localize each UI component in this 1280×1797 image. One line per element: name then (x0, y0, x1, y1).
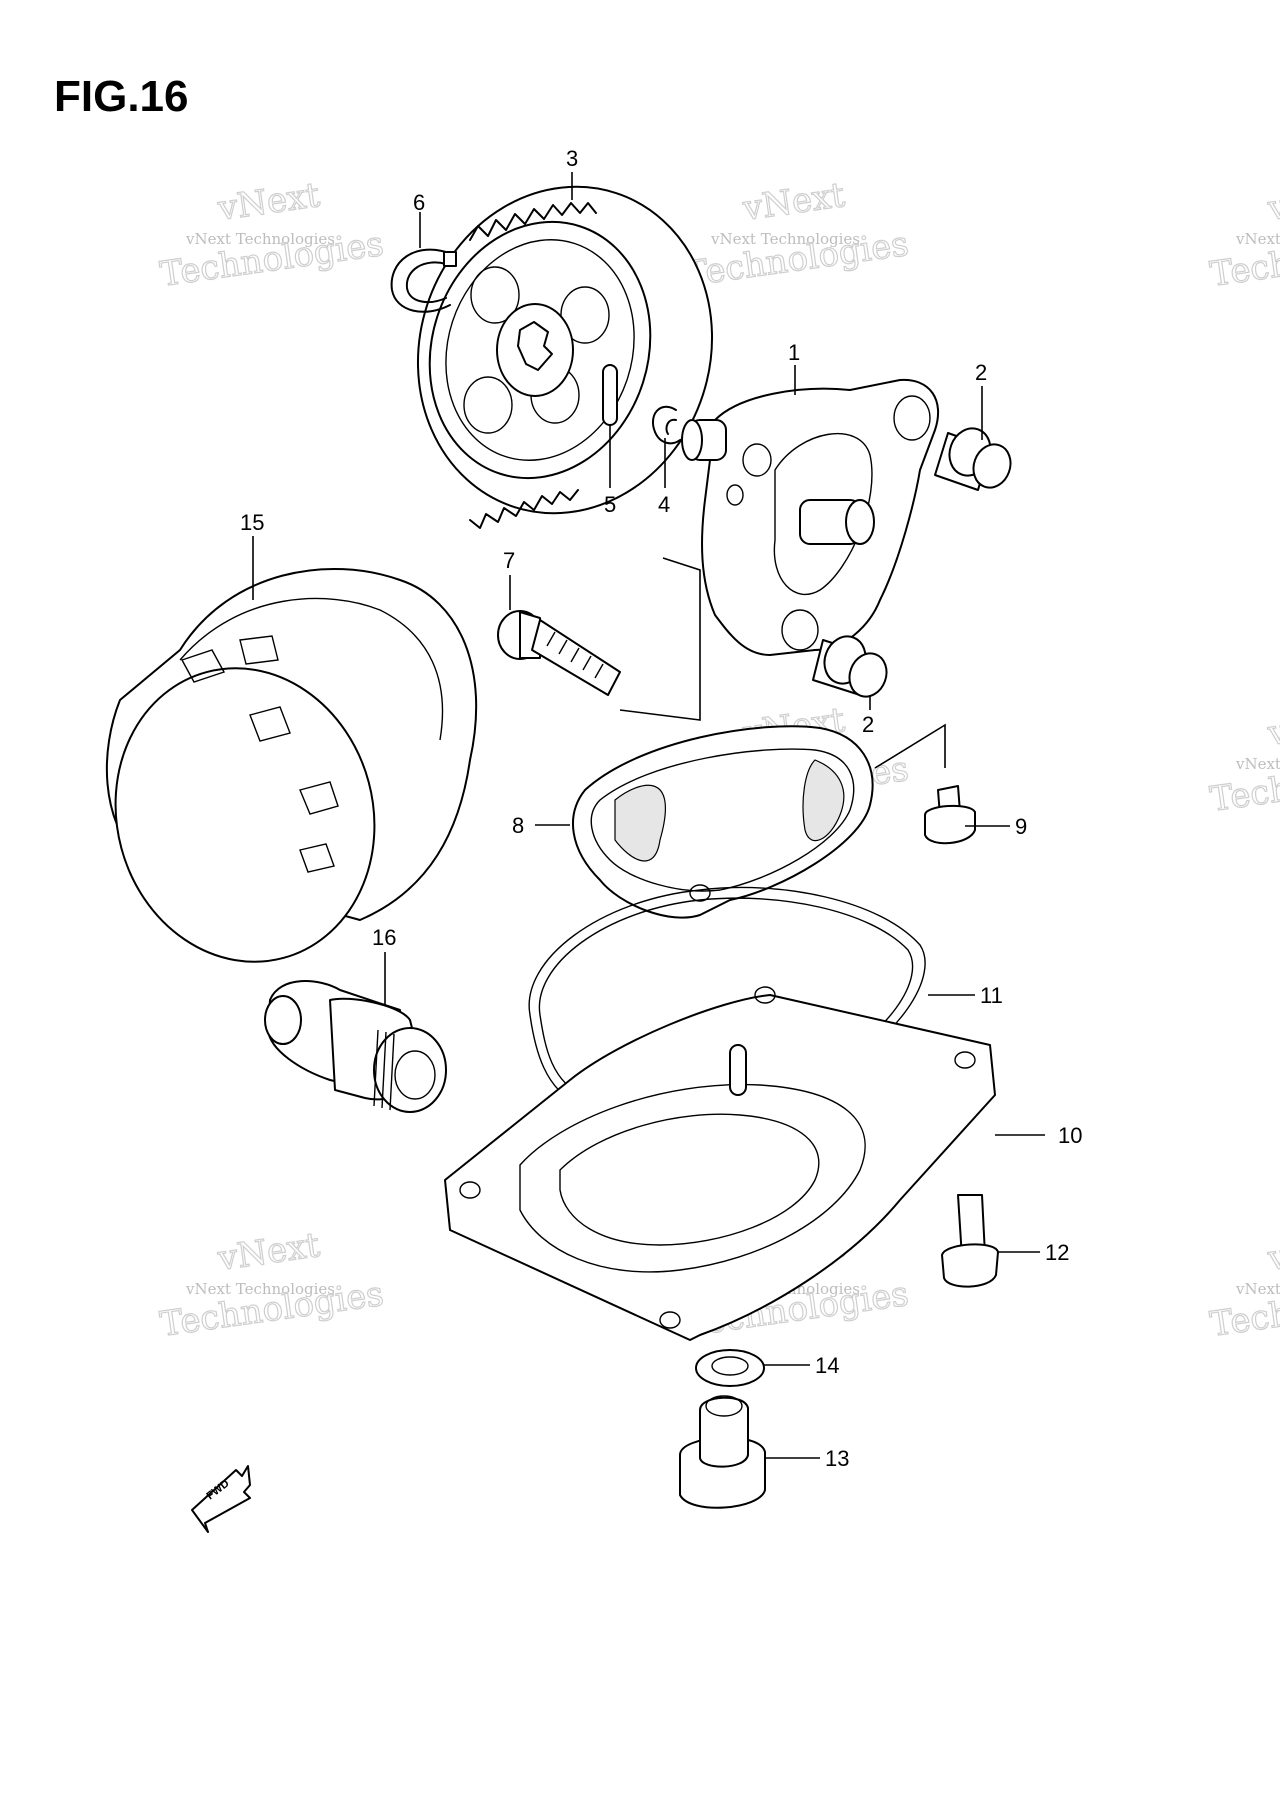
circlip-part-6 (390, 248, 457, 313)
oil-strainer-part-8 (572, 725, 874, 919)
watermark-tile: vNext vNext Technologies Technologies (1207, 699, 1280, 820)
oil-pump-driven-gear-part-3 (416, 185, 714, 529)
oil-filter-part-15 (105, 567, 478, 963)
svg-text:vNext: vNext (215, 175, 323, 229)
svg-text:vNext Technologies: vNext Technologies (1235, 230, 1280, 248)
bolt-part-12 (941, 1194, 999, 1288)
svg-text:vNext: vNext (1265, 175, 1280, 229)
forward-direction-arrow: FWD (191, 1465, 251, 1533)
callout-10: 10 (1058, 1123, 1082, 1148)
washer-part-14 (695, 1349, 765, 1387)
figure-title: FIG.16 (54, 72, 189, 121)
watermark-tile: vNext vNext Technologies Technologies (157, 1224, 387, 1345)
callout-labels: 3 6 1 2 5 4 15 7 2 8 9 16 11 10 12 14 13 (240, 146, 1082, 1471)
watermark-tile: vNext vNext Technologies Technologies (682, 174, 912, 295)
callout-13: 13 (825, 1446, 849, 1471)
callout-16: 16 (372, 925, 396, 950)
svg-text:vNext Technologies: vNext Technologies (185, 230, 335, 248)
callout-8: 8 (512, 813, 524, 838)
watermark-tile: vNext vNext Technologies Technologies (1207, 174, 1280, 295)
callout-1: 1 (788, 340, 800, 365)
drain-plug-part-13 (679, 1395, 766, 1509)
bolt-part-9 (924, 785, 976, 845)
callout-9: 9 (1015, 814, 1027, 839)
bolt-part-7 (497, 610, 621, 696)
oil-pan-part-10 (444, 986, 996, 1341)
svg-text:vNext: vNext (740, 175, 848, 229)
callout-6: 6 (413, 190, 425, 215)
watermark-tile: vNext vNext Technologies Technologies (157, 174, 387, 295)
leader-lines (252, 172, 1045, 1459)
svg-text:vNext: vNext (1265, 1225, 1280, 1279)
oil-pump-assembly-part-1 (681, 378, 940, 656)
oil-pressure-switch-part-16 (264, 980, 447, 1113)
callout-12: 12 (1045, 1240, 1069, 1265)
svg-text:vNext Technologies: vNext Technologies (1235, 755, 1280, 773)
dowel-pin-part-2-lower (812, 635, 888, 698)
svg-text:vNext: vNext (215, 1225, 323, 1279)
callout-2-lower: 2 (862, 712, 874, 737)
callout-15: 15 (240, 510, 264, 535)
pin-part-5 (602, 364, 618, 426)
callout-11: 11 (980, 983, 1003, 1008)
svg-text:vNext Technologies: vNext Technologies (1235, 1280, 1280, 1298)
callout-3: 3 (566, 146, 578, 171)
svg-text:vNext: vNext (1265, 700, 1280, 754)
callout-14: 14 (815, 1353, 839, 1378)
callout-7: 7 (503, 548, 515, 573)
watermark-tile: vNext vNext Technologies Technologies (1207, 1224, 1280, 1345)
e-clip-part-4 (652, 405, 681, 445)
dowel-pin-part-2-upper (934, 427, 1012, 491)
svg-text:vNext Technologies: vNext Technologies (710, 230, 860, 248)
callout-4: 4 (658, 492, 670, 517)
callout-2-upper: 2 (975, 360, 987, 385)
svg-text:vNext Technologies: vNext Technologies (185, 1280, 335, 1298)
callout-5: 5 (604, 492, 616, 517)
